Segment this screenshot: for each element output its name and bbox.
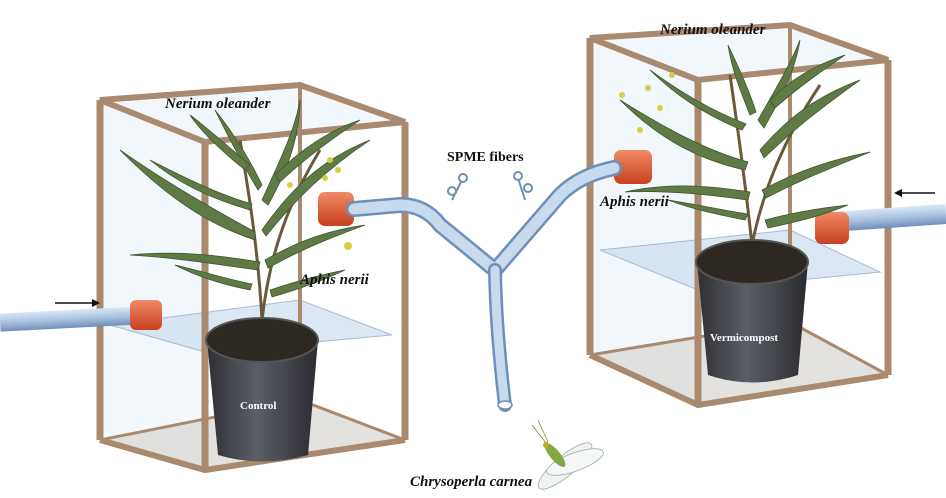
left-inlet xyxy=(0,299,162,332)
vermicompost-pot-label: Vermicompost xyxy=(710,332,778,344)
left-pot xyxy=(206,318,318,462)
right-aphid-label: Aphis nerii xyxy=(600,194,669,211)
spme-fibers-label: SPME fibers xyxy=(447,150,524,166)
left-aphid-label: Aphis nerii xyxy=(300,272,369,289)
y-tube xyxy=(354,168,614,409)
lacewing-insect xyxy=(532,420,606,496)
insect-label: Chrysoperla carnea xyxy=(410,474,532,491)
spme-fibers xyxy=(448,172,532,200)
right-pot xyxy=(696,240,808,383)
left-plant-label: Nerium oleander xyxy=(165,96,270,113)
control-pot-label: Control xyxy=(240,400,276,412)
right-plant-label: Nerium oleander xyxy=(660,22,765,39)
right-inlet xyxy=(815,189,946,244)
